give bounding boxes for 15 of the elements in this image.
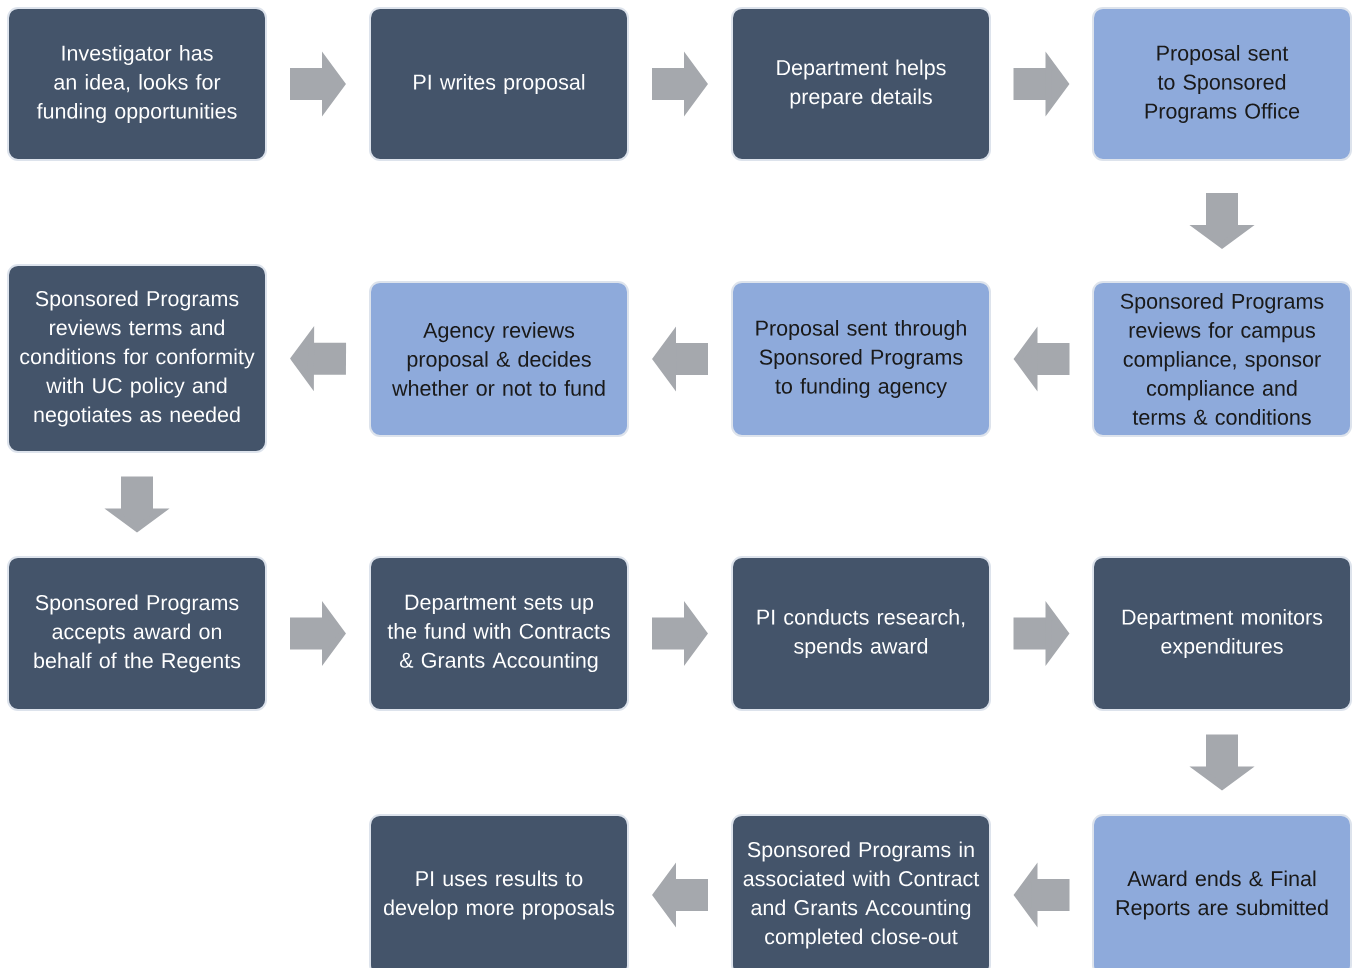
process-box: Agency reviews proposal & decides whether or not to fund [369,281,629,437]
process-box: Proposal sent to Sponsored Programs Office [1092,7,1352,161]
process-box: Sponsored Programs accepts award on behalf of the Regents [7,556,267,711]
process-box: Department sets up the fund with Contracts & Grants Accounting [369,556,629,711]
process-box: Investigator has an idea, looks for funding opportunities [7,7,267,161]
process-box: PI uses results to develop more proposals [369,814,629,968]
process-box: Department helps prepare details [731,7,991,161]
process-box: PI writes proposal [369,7,629,161]
process-box: Department monitors expenditures [1092,556,1352,711]
process-box: Proposal sent through Sponsored Programs to funding agency [731,281,991,437]
process-box: Award ends & Final Reports are submitted [1092,814,1352,968]
process-box: PI conducts research, spends award [731,556,991,711]
process-box: Sponsored Programs in associated with Contract and Grants Accounting completed close-out [731,814,991,968]
process-box: Sponsored Programs reviews for campus compliance, sponsor compliance and terms & conditions [1092,281,1352,437]
process-box: Sponsored Programs reviews terms and conditions for conformity with UC policy and negotiates as needed [7,264,267,453]
